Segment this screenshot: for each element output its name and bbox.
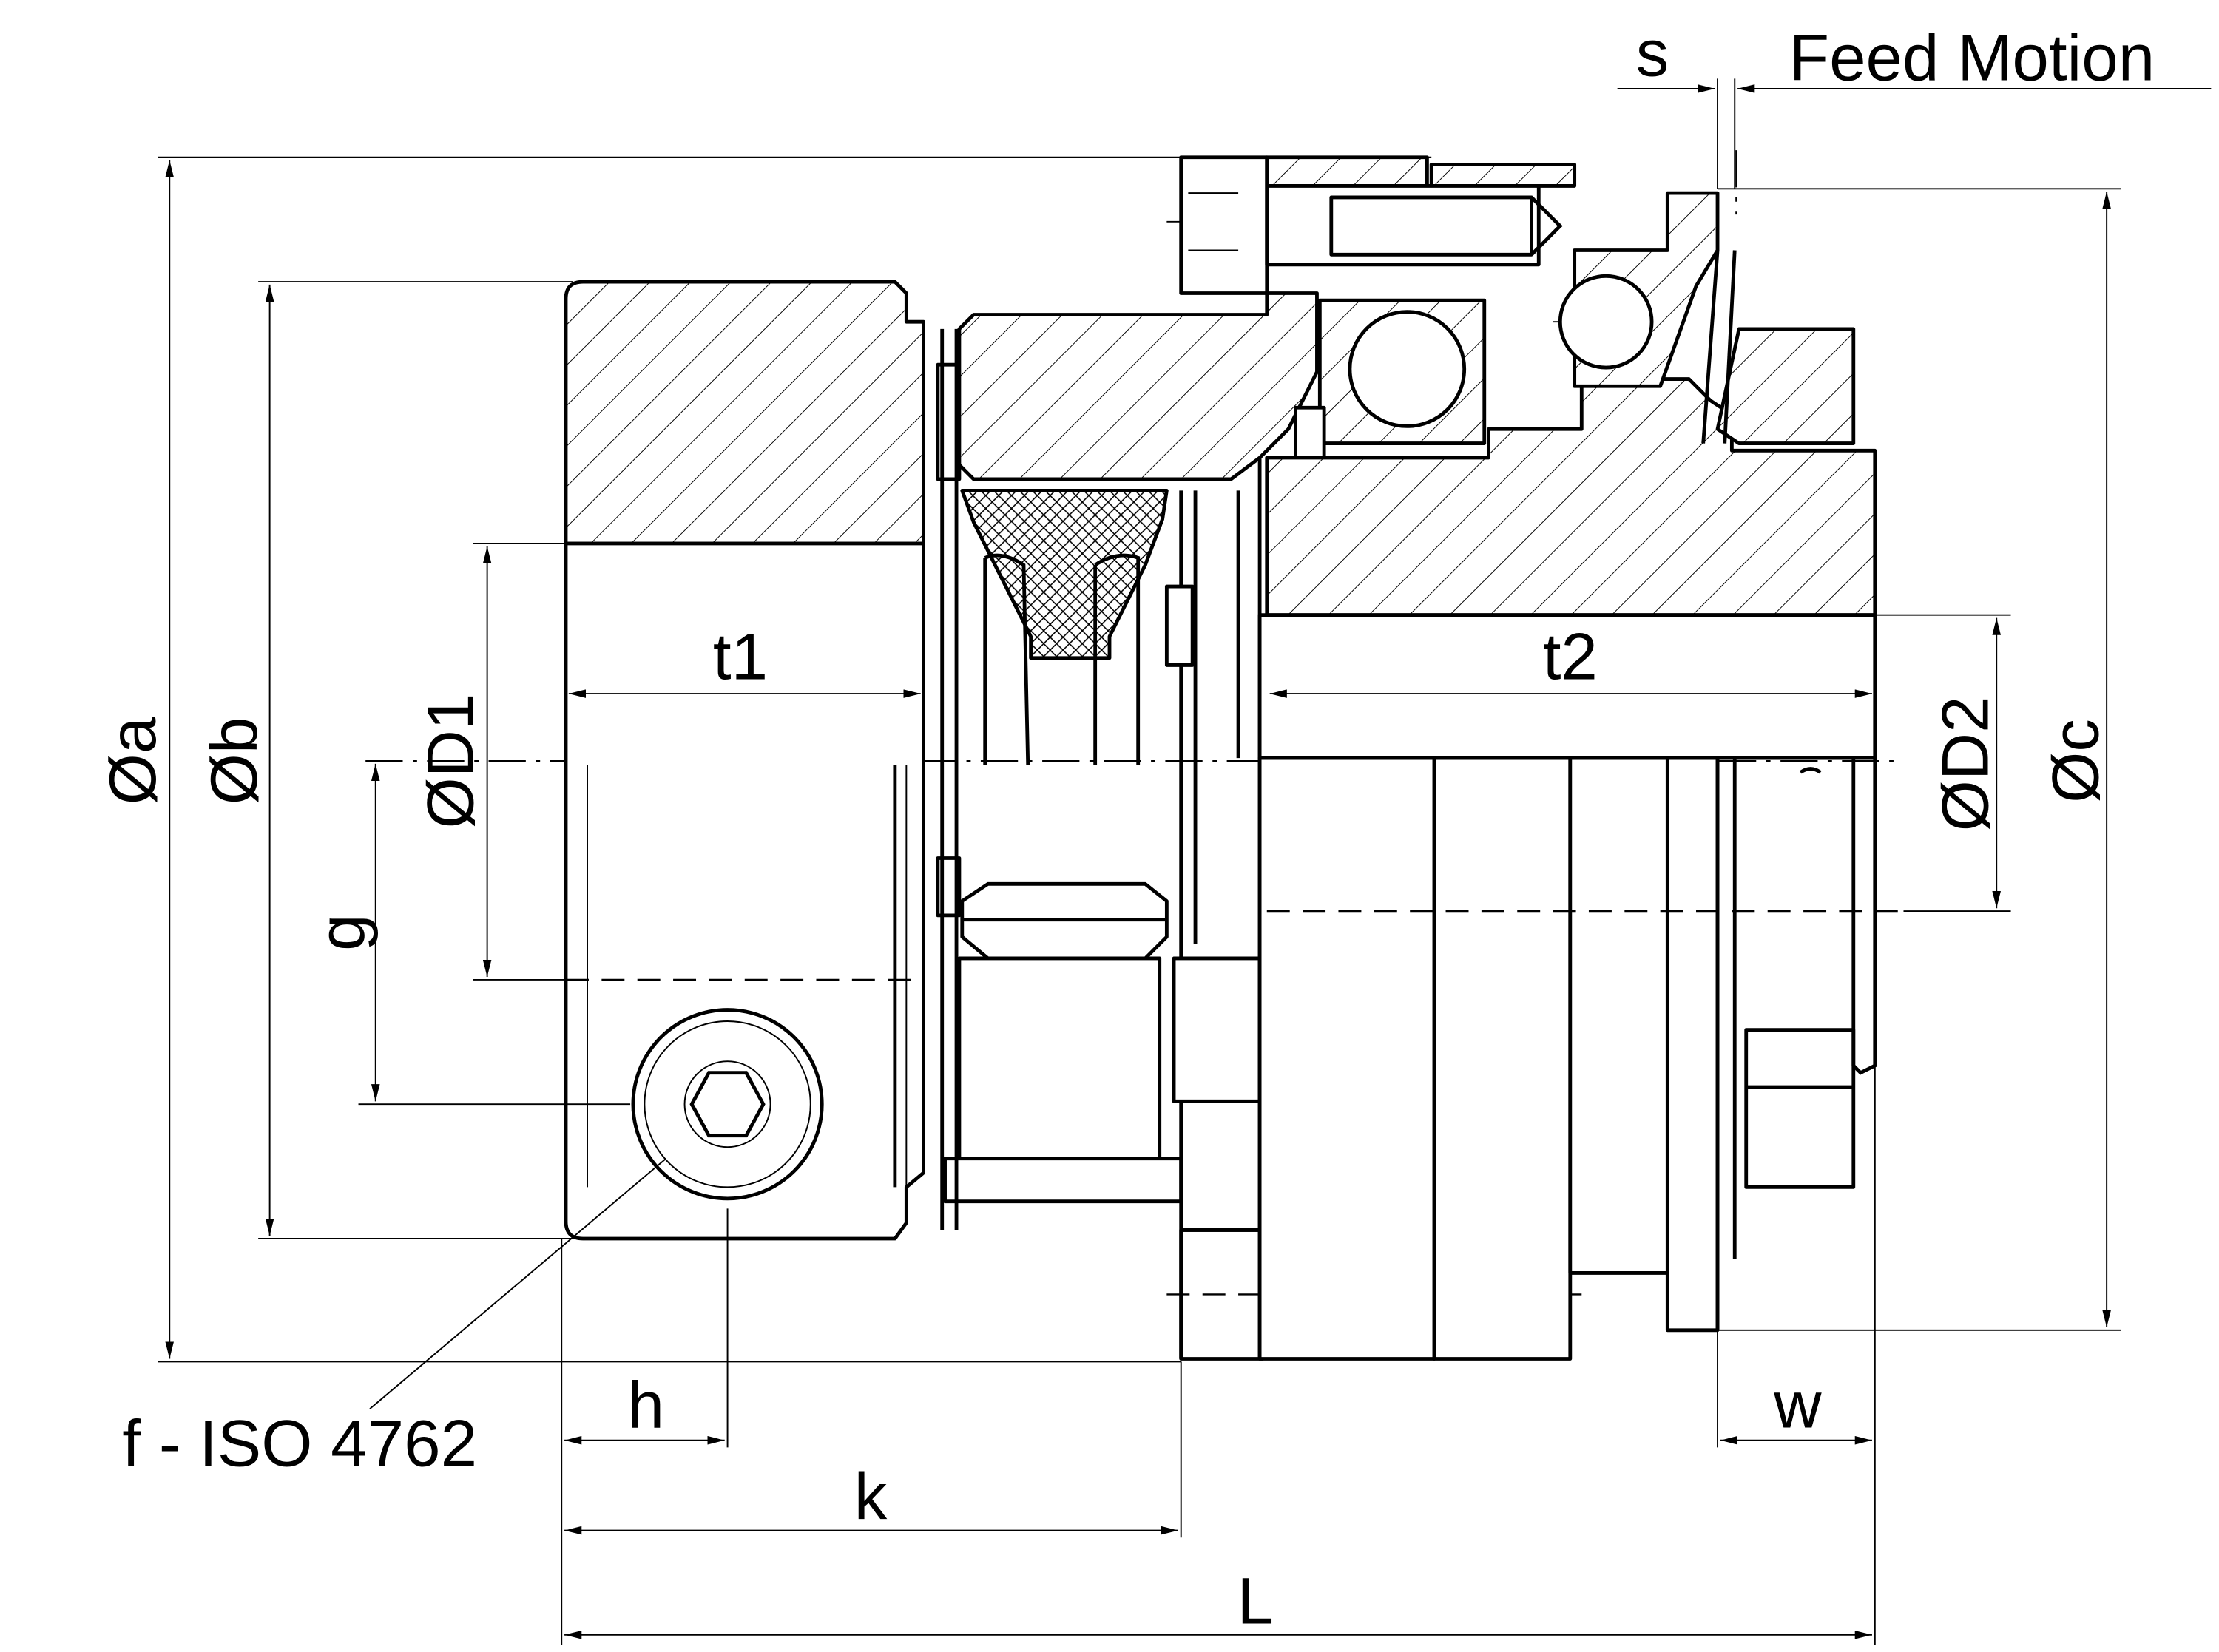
middle-hub [957, 155, 1582, 1361]
bearing-outer [1558, 191, 1856, 446]
label-t1: t1 [713, 620, 768, 694]
label-t2: t2 [1543, 620, 1598, 694]
set-screw [631, 1008, 824, 1201]
label-k: k [854, 1459, 888, 1533]
label-screw-callout: f - ISO 4762 [122, 1406, 477, 1480]
bearing-inner [1294, 298, 1487, 467]
label-w: w [1773, 1367, 1822, 1441]
dimensions [158, 78, 2212, 1645]
label-c: Øc [2039, 719, 2112, 803]
label-feed-motion: Feed Motion [1789, 20, 2155, 94]
right-hub [1257, 377, 1904, 1361]
label-s: s [1636, 16, 1669, 90]
label-d1: ØD1 [413, 694, 487, 829]
label-l: L [1237, 1563, 1274, 1637]
label-a: Øa [95, 717, 169, 805]
elastomer-spider [936, 328, 1183, 1230]
label-b: Øb [197, 717, 271, 805]
label-g: g [304, 914, 378, 950]
label-d2: ØD2 [1928, 696, 2002, 831]
label-h: h [628, 1367, 664, 1441]
labels: Feed Motion s Øa Øb ØD1 g ØD2 Øc t1 t2 h… [95, 16, 2155, 1638]
left-hub [564, 280, 925, 1241]
